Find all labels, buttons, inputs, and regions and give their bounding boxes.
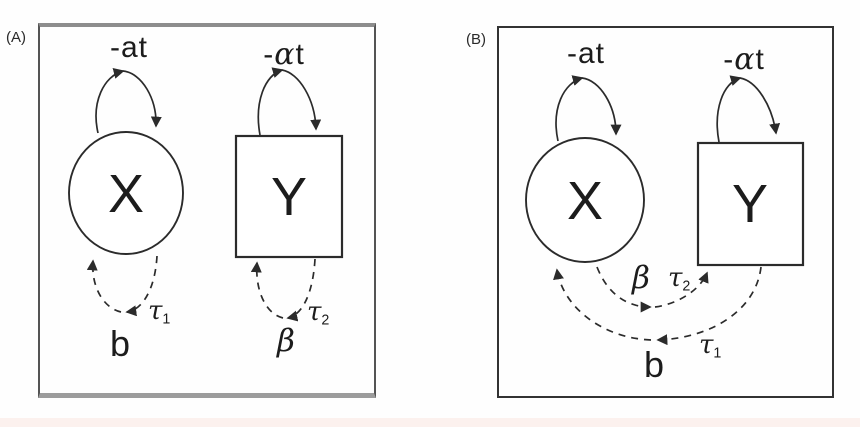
panel-b-node-y-label: Y bbox=[731, 174, 769, 234]
panel-a-tau1-label: τ1 bbox=[148, 298, 170, 327]
panel-a-beta-label: β bbox=[277, 323, 295, 359]
panel-a-tau1-sub: 1 bbox=[162, 311, 171, 328]
panel-b-decay-y-alpha: α bbox=[734, 42, 756, 77]
panel-b-tau1-base: τ bbox=[699, 330, 714, 360]
panel-b-decay-y-t: t bbox=[755, 43, 765, 76]
panel-b-decay-x-label: -at bbox=[566, 37, 606, 70]
panel-b-tau2-sub: 2 bbox=[682, 278, 691, 295]
panel-b-node-x-label: X bbox=[566, 171, 604, 231]
panel-a-frame bbox=[38, 23, 376, 398]
panel-b-decay-y-label: -αt bbox=[723, 45, 765, 75]
panel-b-tau2-label: τ2 bbox=[668, 265, 690, 294]
panel-a-tau1-base: τ bbox=[148, 296, 163, 326]
panel-a-decay-x-label: -at bbox=[109, 31, 149, 64]
panel-a-b-label: b bbox=[110, 323, 131, 364]
panel-a-tau2-label: τ2 bbox=[307, 299, 329, 328]
panel-a-decay-y-label: -αt bbox=[263, 40, 305, 70]
panel-a-node-y-label: Y bbox=[270, 167, 308, 227]
panel-b-tau1-label: τ1 bbox=[699, 332, 721, 361]
panel-b-label: (B) bbox=[466, 31, 486, 48]
panel-b-tau1-sub: 1 bbox=[713, 345, 722, 362]
panel-b-frame bbox=[497, 26, 834, 398]
panel-a-node-x-label: X bbox=[107, 164, 145, 224]
panel-a-label: (A) bbox=[6, 29, 26, 46]
panel-b-decay-y-dash: - bbox=[723, 43, 735, 76]
panel-a-decay-y-alpha: α bbox=[274, 37, 296, 72]
panel-b-b-label: b bbox=[644, 344, 665, 385]
panel-a-decay-y-dash: - bbox=[263, 38, 275, 71]
panel-a-tau2-base: τ bbox=[307, 297, 322, 327]
panel-b-tau2-base: τ bbox=[668, 263, 683, 293]
bottom-edge-artifact bbox=[0, 418, 860, 427]
panel-b-beta-label: β bbox=[632, 260, 650, 296]
panel-a-tau2-sub: 2 bbox=[321, 312, 330, 329]
panel-a-decay-y-t: t bbox=[295, 38, 305, 71]
